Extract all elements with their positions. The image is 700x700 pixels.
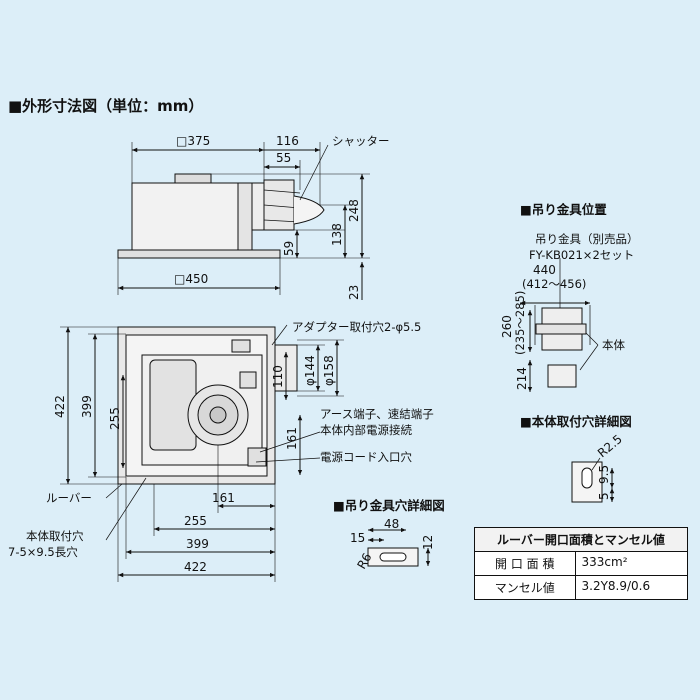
- dim-15: 15: [350, 531, 365, 545]
- dim-r2-5: R2.5: [595, 432, 625, 460]
- internal-power-label: 本体内部電源接続: [320, 423, 412, 437]
- adapter-hole-label: アダプター取付穴2-φ5.5: [292, 320, 421, 334]
- mount-hole-spec: 7-5×9.5長穴: [8, 545, 78, 559]
- louver-label: ルーバー: [46, 491, 92, 505]
- louver-table: ルーバー開口面積とマンセル値 開 口 面 積 333cm² マンセル値 3.2Y…: [474, 527, 688, 600]
- table-cell-label: マンセル値: [475, 576, 576, 599]
- dim-161-horizontal: 161: [212, 491, 235, 505]
- dim-23: 23: [347, 285, 361, 300]
- dim-260-range: (235～285): [513, 291, 527, 355]
- table-row: マンセル値 3.2Y8.9/0.6: [475, 576, 687, 599]
- table-cell-label: 開 口 面 積: [475, 552, 576, 575]
- dim-phi144: φ144: [303, 355, 317, 386]
- dim-255-vertical: 255: [108, 407, 122, 430]
- mount-hole-detail-section-title: ■本体取付穴詳細図: [520, 414, 632, 429]
- dim-255-horizontal: 255: [184, 514, 207, 528]
- body-label: 本体: [602, 338, 625, 352]
- hanger-position-section-title: ■吊り金具位置: [520, 202, 607, 217]
- table-cell-value: 333cm²: [581, 555, 628, 569]
- dim-116: 116: [276, 134, 299, 148]
- dim-161-vertical: 161: [285, 427, 299, 450]
- hanger-position-drawing: [520, 258, 599, 392]
- dim-214: 214: [515, 367, 529, 390]
- dim-260: 260: [500, 315, 514, 338]
- dim-12: 12: [421, 535, 435, 550]
- dim-55: 55: [276, 151, 291, 165]
- dim-440-range: (412～456): [522, 277, 586, 291]
- shutter-label: シャッター: [332, 134, 390, 148]
- dim-phi158: φ158: [322, 355, 336, 386]
- page-title: ■外形寸法図（単位：mm）: [8, 97, 204, 115]
- dim-9-5: 9.5: [597, 465, 611, 484]
- mount-hole-label: 本体取付穴: [26, 529, 84, 543]
- hanger-model-label: FY-KB021×2セット: [529, 248, 634, 262]
- dim-440: 440: [533, 263, 556, 277]
- dim-5: 5: [597, 492, 611, 500]
- dim-110: 110: [271, 365, 285, 388]
- dim-59: 59: [282, 241, 296, 256]
- dim-450: □450: [174, 272, 208, 286]
- hanger-hole-detail-section-title: ■吊り金具穴詳細図: [333, 498, 445, 513]
- dim-248: 248: [347, 199, 361, 222]
- dim-48: 48: [384, 517, 399, 531]
- dim-138: 138: [330, 223, 344, 246]
- table-header: ルーバー開口面積とマンセル値: [475, 528, 687, 552]
- dim-r6: R6: [354, 551, 374, 572]
- hanger-hole-detail-drawing: [367, 527, 431, 567]
- dim-422-vertical: 422: [53, 395, 67, 418]
- side-view: [117, 142, 370, 300]
- mount-hole-detail-drawing: [571, 457, 615, 503]
- plan-view: [60, 324, 344, 582]
- dim-399-horizontal: 399: [186, 537, 209, 551]
- dim-375: □375: [176, 134, 210, 148]
- table-row: 開 口 面 積 333cm²: [475, 552, 687, 576]
- cord-inlet-label: 電源コード入口穴: [320, 450, 412, 464]
- dim-399-vertical: 399: [80, 395, 94, 418]
- dim-422-horizontal: 422: [184, 560, 207, 574]
- hanger-part-label: 吊り金具（別売品）: [535, 232, 639, 246]
- earth-terminal-label: アース端子、速結端子: [320, 407, 434, 421]
- table-cell-value: 3.2Y8.9/0.6: [581, 579, 651, 593]
